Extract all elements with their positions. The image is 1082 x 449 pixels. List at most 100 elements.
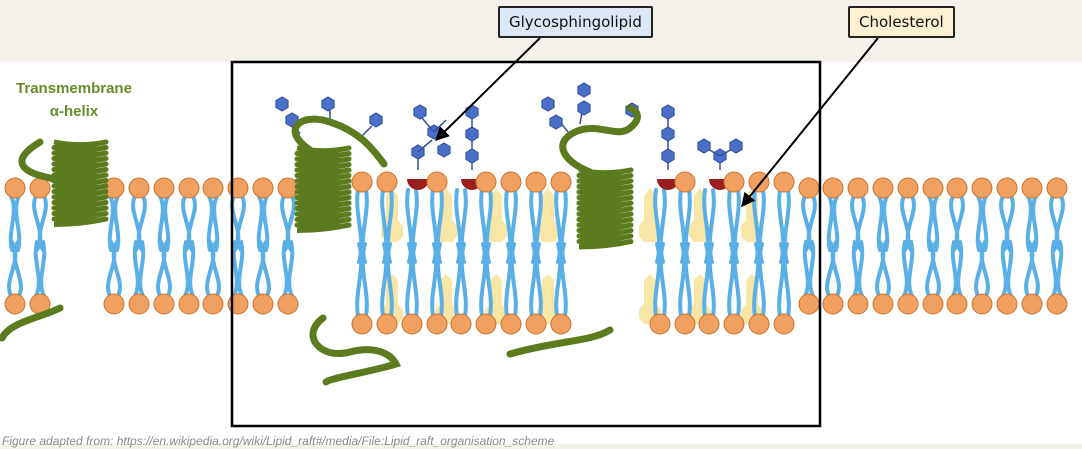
lipid-head-group [277,293,299,315]
lipid-head-group [1046,177,1068,199]
lipid-head-group [128,177,150,199]
lipid-head-group [798,177,820,199]
sugar-hexagon [437,142,451,158]
sugar-hexagon [729,138,743,154]
lipid-head-group [723,171,745,193]
lipid-head-group [723,313,745,335]
lipid-head-group [450,313,472,335]
lipid-head-group [847,177,869,199]
helix-loop [18,138,64,186]
lipid-tail [281,240,295,298]
lipid-tail [405,242,419,318]
lipid-tail [206,194,220,252]
lipid-tail [32,194,48,252]
sugar-hexagon [661,104,675,120]
lipid-tail [107,194,121,252]
sugar-hexagon [465,126,479,142]
cholesterol-arrow [741,37,879,208]
lipid-tail [801,194,817,252]
sugar-hexagon [413,104,427,120]
lipid-tails-layer [7,188,1065,318]
lipid-head-group [996,293,1018,315]
lipid-tail [826,194,840,252]
membrane-band [0,62,1082,444]
cholesterol-callout: Cholesterol [848,6,955,38]
lipid-head-group [4,177,26,199]
lipid-head-group [847,293,869,315]
lipid-tail [975,194,989,252]
lipid-tail [925,240,941,298]
lipid-tail [504,242,518,318]
lipid-head-group [674,171,696,193]
lipid-head-group [971,177,993,199]
lipid-tail [33,240,47,298]
lipid-head-group [103,293,125,315]
lipid-tail [256,194,270,252]
lipid-tail [1025,194,1039,252]
lipid-tail [7,240,23,298]
lipid-tail [777,242,791,318]
sugar-hexagon [465,148,479,164]
lipid-head-group [426,313,448,335]
lipid-raft-frame [230,60,822,428]
lipid-tail [1049,194,1065,252]
sphingolipid-head [407,179,429,190]
helix-layer [0,104,641,386]
glycosphingolipid-callout: Glycosphingolipid [498,6,653,38]
lipid-head-group [178,293,200,315]
lipid-tail [181,194,197,252]
sugar-hexagon [661,148,675,164]
lipid-tail [355,242,369,318]
lipid-head-group [773,171,795,193]
lipid-tail [430,242,444,318]
lipid-head-group [401,313,423,335]
lipid-tail [678,242,692,318]
lipid-tail [702,242,716,318]
figure-caption: Figure adapted from: https://en.wikipedi… [2,434,555,448]
lipid-head-group [376,171,398,193]
lipid-tail [182,240,196,298]
sphingolipid-head [657,179,679,190]
lipid-head-group [674,313,696,335]
sugar-hexagon [577,82,591,98]
lipid-head-group [946,177,968,199]
lipid-head-group [897,177,919,199]
lipid-tail [132,240,146,298]
lipid-tail [106,240,122,298]
lipid-tail [280,194,296,252]
lipid-head-group [351,171,373,193]
lipid-head-group [798,293,820,315]
lipid-tail [529,242,543,318]
lipid-head-group [202,177,224,199]
lipid-tail [850,194,866,252]
lipid-head-group [773,313,795,335]
lipid-tail [825,240,841,298]
lipid-tail [950,240,964,298]
helix-loop [309,314,401,386]
lipid-tail [875,240,891,298]
lipid-tail [653,242,667,318]
glycans-layer [275,82,743,170]
transmembrane-helix [294,145,352,233]
lipid-tail [380,242,394,318]
lipid-tail [156,240,172,298]
lipid-tail [727,242,741,318]
lipid-head-group [922,293,944,315]
sugar-hexagon [661,126,675,142]
lipid-tail [1000,240,1014,298]
lipid-head-group [872,177,894,199]
lipid-head-group [525,313,547,335]
sugar-hexagon [369,112,383,128]
lipid-head-group [698,313,720,335]
lipid-head-group [525,171,547,193]
lipid-head-group [1021,293,1043,315]
lipid-head-group [252,177,274,199]
lipid-tail [900,194,916,252]
lipid-tail [802,240,816,298]
lipid-tail [454,242,468,318]
helix-loop [291,115,388,168]
transmembrane-helix [51,139,109,227]
lipid-head-group [748,313,770,335]
